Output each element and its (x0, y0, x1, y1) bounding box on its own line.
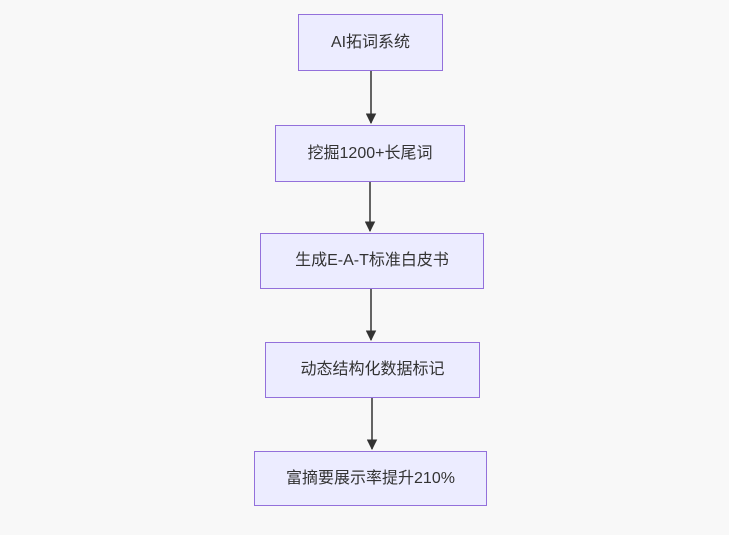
flow-node-rich-snippet-lift: 富摘要展示率提升210% (254, 451, 487, 506)
flow-node-label: 生成E-A-T标准白皮书 (295, 252, 449, 270)
flow-node-eat-whitepaper: 生成E-A-T标准白皮书 (260, 233, 484, 289)
flow-node-ai-expansion-system: AI拓词系统 (298, 14, 443, 71)
flow-node-label: AI拓词系统 (330, 33, 411, 51)
flow-node-structured-data-markup: 动态结构化数据标记 (265, 342, 480, 398)
flow-node-label: 挖掘1200+长尾词 (307, 144, 433, 162)
flow-node-longtail-mining: 挖掘1200+长尾词 (275, 125, 465, 182)
flow-node-label: 富摘要展示率提升210% (286, 469, 455, 487)
flow-node-label: 动态结构化数据标记 (300, 361, 445, 379)
